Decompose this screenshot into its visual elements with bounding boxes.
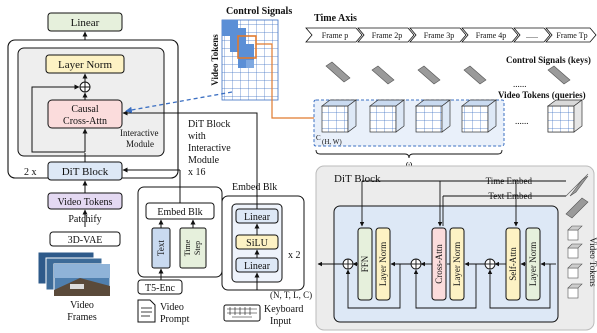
- detail-token-cubes: [567, 225, 583, 299]
- video-tokens-label: Video Tokens: [58, 197, 113, 208]
- frame-3: Frame 3p: [424, 31, 454, 40]
- dit-note-2: with: [188, 131, 206, 142]
- video-token-cubes: [320, 99, 584, 133]
- time-step-label-1: Time: [183, 239, 192, 256]
- embed-blk-small-title: Embed Blk: [157, 207, 202, 218]
- c-label: C: [316, 134, 321, 142]
- omega-brace: [315, 149, 503, 159]
- linear-label: Linear: [71, 17, 100, 29]
- keyboard-label-2: Input: [270, 316, 291, 327]
- embed-repeat: x 2: [288, 250, 301, 261]
- layer-norm-label: Layer Norm: [58, 59, 113, 71]
- dit-detail-title: DiT Block: [334, 173, 381, 185]
- control-key-bars: [325, 61, 571, 85]
- cross-attn-detail-label: Cross-Attn: [434, 244, 444, 284]
- dit-note-3: Interactive: [188, 143, 231, 154]
- dit-note-4: Module: [188, 155, 220, 166]
- ln1-label: Layer Norm: [378, 242, 388, 286]
- omega-label: ω: [406, 159, 413, 170]
- ln2-label: Layer Norm: [452, 242, 462, 286]
- matrix-side-label: Video Tokens: [210, 34, 220, 86]
- text-embed-label: Text: [156, 240, 166, 256]
- video-prompt-label-1: Video: [160, 302, 184, 313]
- dit-block-label: DiT Block: [62, 166, 109, 178]
- dit-note-5: x 16: [188, 167, 206, 178]
- repeat-label: 2 x: [24, 167, 37, 178]
- frame-1: Frame p: [322, 31, 348, 40]
- embed-linear-top: Linear: [244, 212, 271, 223]
- input-shape: (N, T, L, C): [270, 290, 312, 300]
- interactive-label-1: Interactive: [120, 128, 158, 138]
- frame-dots: ......: [526, 31, 538, 40]
- cross-attn-label: Cross-Attn: [63, 116, 107, 127]
- embed-bars: [565, 173, 589, 219]
- keyboard-label-1: Keyboard: [264, 304, 303, 315]
- hw-label: (H, W): [322, 138, 342, 146]
- dit-note-1: DiT Block: [188, 119, 230, 130]
- embed-silu: SiLU: [246, 238, 268, 249]
- causal-label: Causal: [71, 104, 98, 115]
- queries-dots: ......: [515, 116, 529, 126]
- keys-dots: ......: [513, 79, 527, 89]
- t5-enc-label: T5-Enc: [145, 283, 176, 294]
- control-keys-label: Control Signals (keys): [506, 55, 591, 65]
- self-attn-label: Self-Attn: [508, 247, 518, 281]
- vae-label: 3D-VAE: [68, 235, 103, 246]
- video-frames-image: [37, 251, 111, 297]
- video-frames-label-2: Frames: [67, 312, 97, 323]
- time-axis-title: Time Axis: [314, 13, 357, 24]
- time-step-label-2: Step: [193, 241, 202, 255]
- matrix-title: Control Signals: [226, 6, 292, 17]
- frame-last: Frame Tp: [556, 31, 587, 40]
- embed-blk-big-title: Embed Blk: [232, 182, 277, 193]
- video-prompt-label-2: Prompt: [160, 314, 190, 325]
- video-frames-label-1: Video: [70, 300, 94, 311]
- video-queries-label: Video Tokens (queries): [498, 90, 586, 100]
- attention-matrix: [221, 19, 279, 101]
- frame-2: Frame 2p: [372, 31, 402, 40]
- query-window: [313, 99, 505, 147]
- ffn-label: FFN: [360, 255, 370, 272]
- embed-linear-bottom: Linear: [244, 261, 271, 272]
- detail-video-tokens-label: Video Tokens: [588, 237, 597, 287]
- interactive-label-2: Module: [126, 139, 154, 149]
- keyboard-icon: [223, 304, 261, 322]
- frame-row: [305, 27, 597, 43]
- ln3-label: Layer Norm: [528, 242, 538, 286]
- frame-4: Frame 4p: [476, 31, 506, 40]
- document-icon: [137, 299, 156, 323]
